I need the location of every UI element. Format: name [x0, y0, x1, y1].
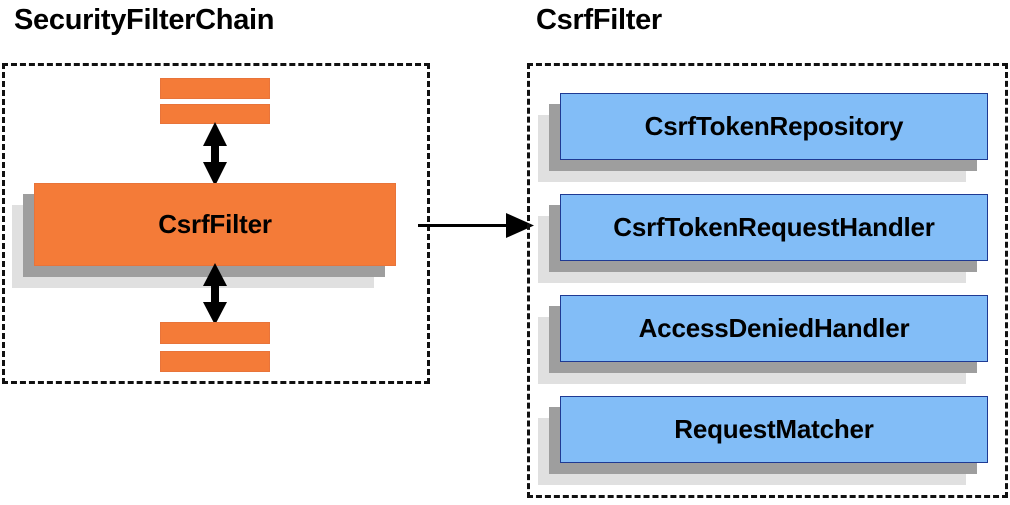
filter-stripe-bottom-2 — [160, 351, 270, 372]
card-csrftokenrepository[interactable]: CsrfTokenRepository — [538, 93, 988, 182]
double-arrow-up-down-icon — [200, 122, 230, 186]
page-title-securityfilterchain: SecurityFilterChain — [14, 4, 275, 36]
card-face: RequestMatcher — [560, 396, 988, 463]
double-arrow-up-down-icon-2 — [200, 263, 230, 325]
card-label-csrffilter: CsrfFilter — [158, 209, 272, 239]
arrow-right-icon — [418, 212, 534, 242]
filter-stripe-top-1 — [160, 78, 270, 99]
card-requestmatcher[interactable]: RequestMatcher — [538, 396, 988, 485]
card-label-csrftokenrequesthandler: CsrfTokenRequestHandler — [613, 212, 935, 242]
card-face: CsrfFilter — [34, 183, 396, 266]
card-csrftokenrequesthandler[interactable]: CsrfTokenRequestHandler — [538, 194, 988, 283]
securityfilterchain-container — [2, 63, 430, 384]
csrffilter-container — [527, 63, 1008, 498]
card-accessdeniedhandler[interactable]: AccessDeniedHandler — [538, 295, 988, 384]
card-label-accessdeniedhandler: AccessDeniedHandler — [638, 313, 910, 343]
filter-stripe-top-2 — [160, 104, 270, 124]
card-face: CsrfTokenRequestHandler — [560, 194, 988, 261]
card-label-requestmatcher: RequestMatcher — [674, 414, 874, 444]
page-title-csrffilter: CsrfFilter — [536, 4, 662, 36]
filter-stripe-bottom-1 — [160, 322, 270, 344]
card-face: CsrfTokenRepository — [560, 93, 988, 160]
card-csrffilter[interactable]: CsrfFilter — [12, 183, 396, 288]
card-face: AccessDeniedHandler — [560, 295, 988, 362]
card-label-csrftokenrepository: CsrfTokenRepository — [644, 111, 904, 141]
